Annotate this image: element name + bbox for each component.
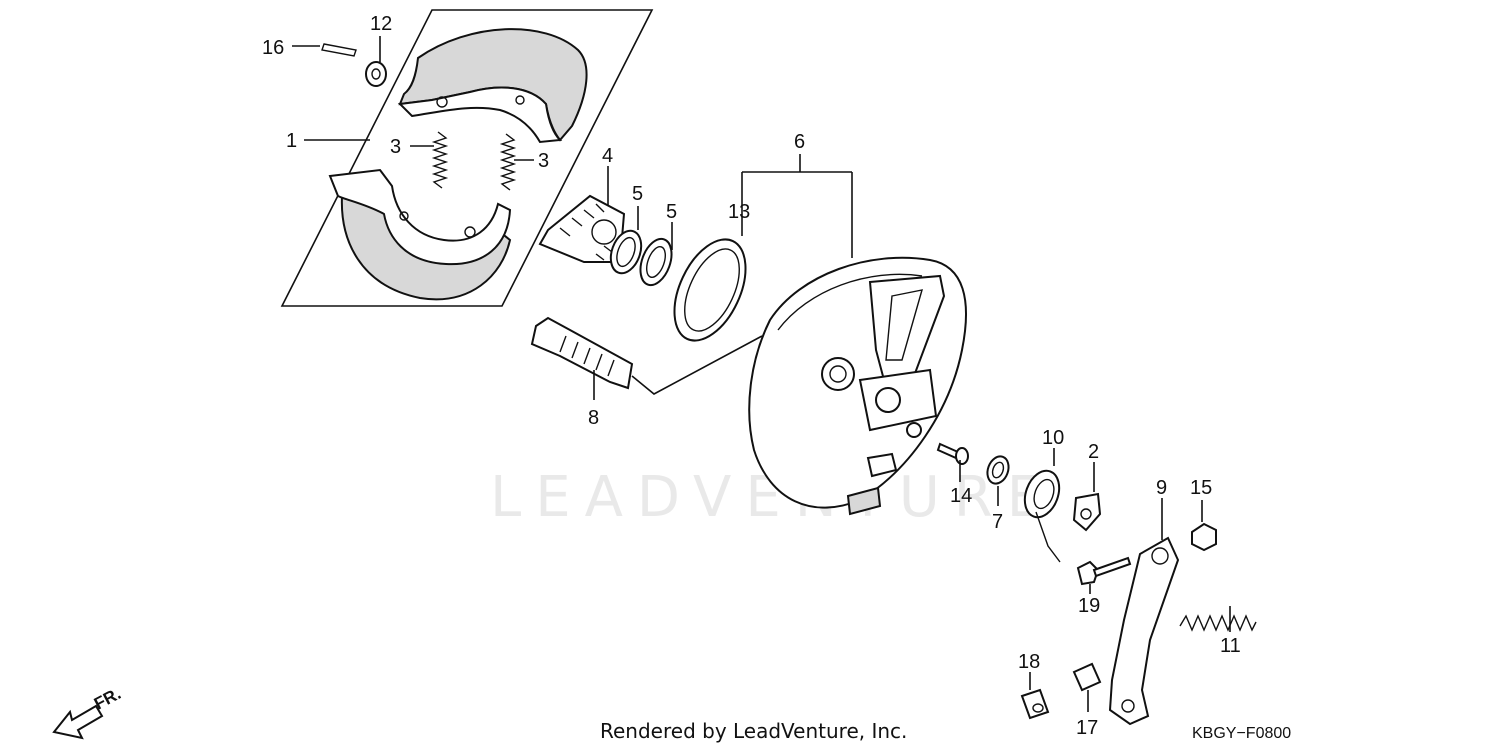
joint-17[interactable] — [1072, 662, 1102, 692]
brake-spring-11[interactable] — [1179, 614, 1257, 632]
brake-shoe-lower[interactable] — [328, 168, 512, 301]
callouts: 16 12 1 3 3 4 5 5 6 13 8 10 2 14 7 9 15 … — [262, 13, 1241, 739]
callout-13: 13 — [728, 201, 750, 223]
dust-seal[interactable] — [660, 228, 760, 351]
callout-5-right: 5 — [666, 201, 677, 223]
washer-7[interactable] — [984, 453, 1012, 486]
callout-11: 11 — [1220, 635, 1241, 657]
callout-15: 15 — [1190, 477, 1212, 499]
wear-indicator[interactable] — [1072, 492, 1102, 532]
arrow-icon — [52, 704, 104, 740]
callout-2: 2 — [1088, 441, 1099, 463]
callout-4: 4 — [602, 145, 613, 167]
brake-camshaft[interactable] — [530, 316, 763, 395]
brake-panel[interactable] — [748, 256, 968, 516]
callout-8: 8 — [588, 407, 599, 429]
callout-14: 14 — [950, 485, 972, 507]
callout-5-left: 5 — [632, 183, 643, 205]
callout-3-left: 3 — [390, 136, 401, 158]
callout-9: 9 — [1156, 477, 1167, 499]
shoe-spring-left[interactable] — [431, 131, 449, 189]
callout-19: 19 — [1078, 595, 1100, 617]
callout-1: 1 — [286, 130, 297, 152]
callout-17: 17 — [1076, 717, 1098, 739]
bolt-19[interactable] — [1076, 556, 1132, 586]
brake-shoe-upper[interactable] — [397, 28, 588, 144]
rendered-by-footer: Rendered by LeadVenture, Inc. — [600, 719, 907, 743]
nut-15[interactable] — [1191, 522, 1217, 552]
diagram-code: KBGY−F0800 — [1192, 725, 1291, 742]
cotter-pin[interactable] — [321, 43, 357, 57]
leader-lines — [292, 36, 1231, 712]
callout-10: 10 — [1042, 427, 1064, 449]
brake-arm[interactable] — [1108, 536, 1180, 726]
callout-3-right: 3 — [538, 150, 549, 172]
callout-6: 6 — [794, 131, 805, 153]
collar-18[interactable] — [1020, 688, 1050, 720]
washer-12[interactable] — [365, 61, 387, 87]
callout-18: 18 — [1018, 651, 1040, 673]
shoe-spring-right[interactable] — [499, 133, 517, 191]
callout-7: 7 — [992, 511, 1003, 533]
return-spring[interactable] — [1019, 466, 1065, 563]
oil-seal-5a[interactable] — [605, 227, 646, 278]
oil-seal-5b[interactable] — [635, 235, 678, 290]
front-direction-arrow: FR. — [52, 684, 124, 740]
callout-16: 16 — [262, 37, 284, 59]
callout-12: 12 — [370, 13, 392, 35]
brake-shoe-group-box — [280, 9, 654, 307]
bolt-14[interactable] — [936, 442, 969, 465]
